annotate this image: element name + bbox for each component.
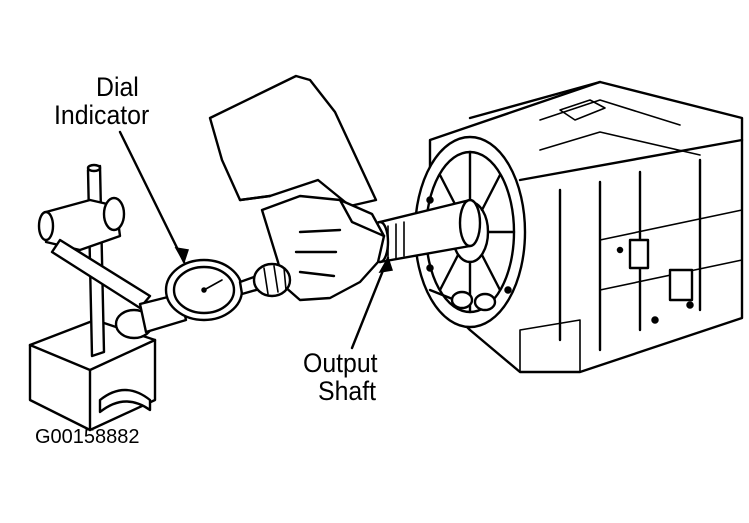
- technician-arm: [208, 74, 378, 208]
- technician-hand: [260, 194, 386, 302]
- output-shaft: [370, 198, 482, 264]
- dial-indicator-label-line1: Dial: [96, 72, 139, 102]
- output-shaft-label-line1: Output: [303, 348, 378, 378]
- indicator-stand: [37, 163, 152, 358]
- output-shaft-label-line2: Shaft: [318, 376, 377, 406]
- dial-indicator-label-line2: Indicator: [54, 100, 150, 130]
- dial-indicator: [114, 258, 292, 340]
- leader-lines: [118, 130, 393, 350]
- magnetic-base: [28, 318, 157, 432]
- figure-id: G00158882: [35, 426, 140, 448]
